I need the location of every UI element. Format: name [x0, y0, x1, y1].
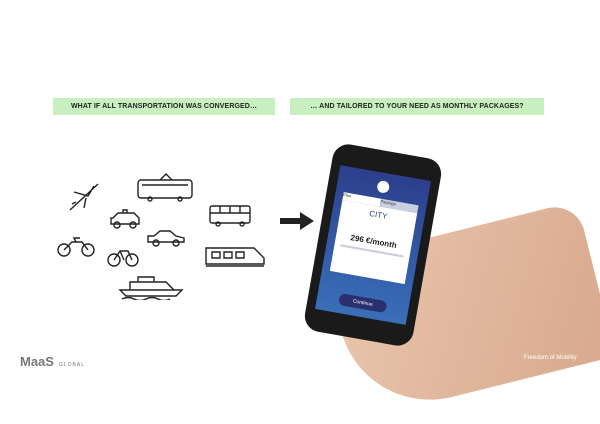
taxi-icon [110, 209, 140, 229]
maas-global-logo: MaaS GLOBAL [20, 354, 85, 369]
car-icon [147, 230, 185, 247]
banner-left: WHAT IF ALL TRANSPORTATION WAS CONVERGED… [53, 98, 275, 115]
tram-icon [137, 173, 193, 202]
ferry-icon [118, 276, 184, 300]
continue-button[interactable]: Continue [338, 293, 388, 314]
tagline: Freedom of Mobility [524, 355, 577, 361]
airplane-icon [69, 183, 99, 211]
train-icon [205, 247, 265, 267]
banner-left-text: WHAT IF ALL TRANSPORTATION WAS CONVERGED… [70, 103, 258, 110]
app-logo-icon [376, 179, 391, 194]
arrow-right-icon [280, 212, 314, 230]
banner-right-text: … AND TAILORED TO YOUR NEED AS MONTHLY P… [310, 103, 524, 110]
package-card: CITY 296 €/month [329, 199, 418, 285]
logo-brand: MaaS [20, 354, 54, 369]
bus-icon [209, 205, 251, 227]
bicycle-icon [107, 250, 139, 267]
phone-screen: Plan Package CITY 296 €/month Continue [315, 165, 431, 325]
logo-sub: GLOBAL [58, 362, 85, 368]
motorcycle-icon [57, 237, 95, 257]
banner-right: … AND TAILORED TO YOUR NEED AS MONTHLY P… [290, 98, 544, 115]
